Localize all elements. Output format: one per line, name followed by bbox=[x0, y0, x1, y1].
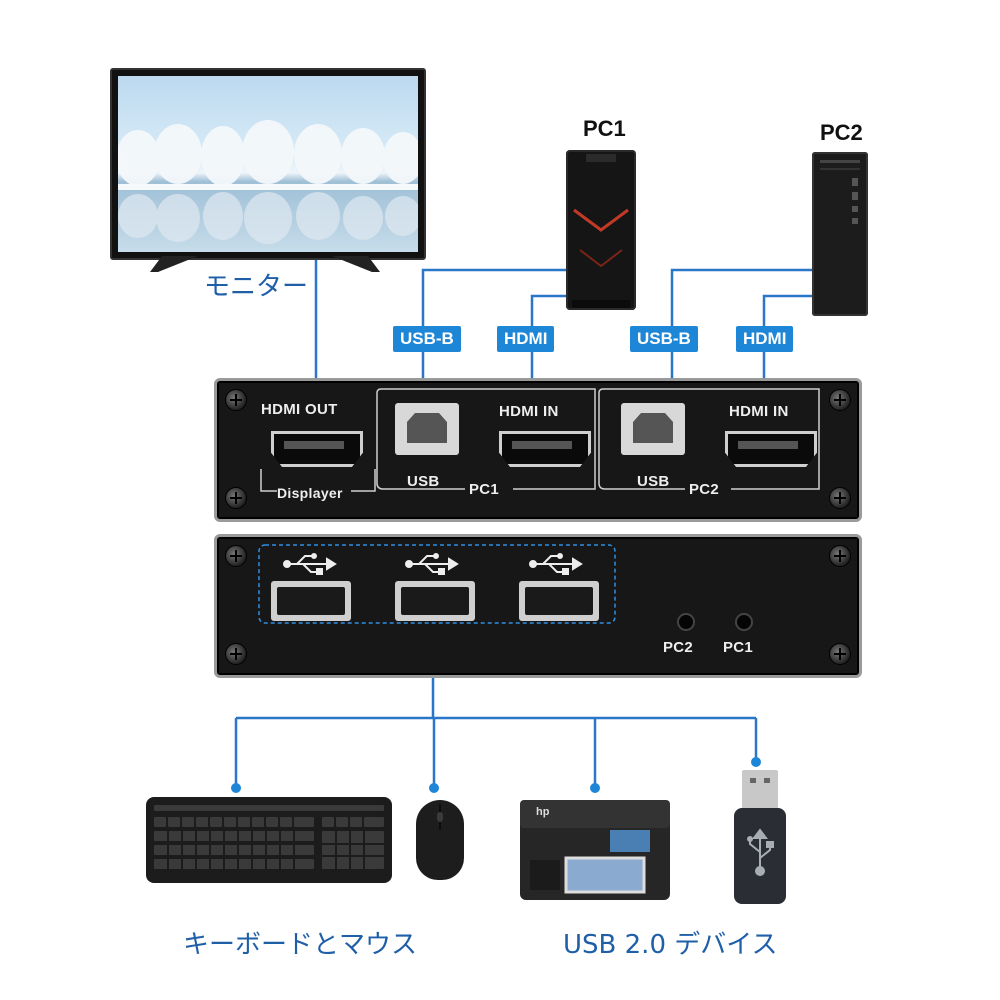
usb-icon bbox=[529, 553, 583, 575]
screw-icon bbox=[225, 643, 247, 665]
pc2-usb-b-port[interactable] bbox=[621, 403, 685, 455]
hdmi-out-label: HDMI OUT bbox=[261, 401, 338, 418]
pc1-usb-label: USB bbox=[407, 473, 440, 490]
usb-icon bbox=[405, 553, 459, 575]
kvm-back-panel: HDMI OUT Displayer USB HDMI IN PC1 USB H… bbox=[214, 378, 862, 522]
usb-flash-drive bbox=[734, 808, 786, 904]
pc1-hdmi-in-port[interactable] bbox=[499, 431, 591, 467]
usb-stick-connector bbox=[742, 770, 778, 812]
usb-devices-label: USB 2.0 デバイス bbox=[563, 930, 778, 960]
keyboard-mouse-label: キーボードとマウス bbox=[183, 930, 418, 960]
pc1-led-indicator bbox=[735, 613, 753, 631]
pc1-led-label: PC1 bbox=[723, 639, 754, 656]
pc2-usb-label: USB bbox=[637, 473, 670, 490]
usb-a-port-2[interactable] bbox=[395, 581, 475, 621]
screw-icon bbox=[829, 643, 851, 665]
usb-a-port-1[interactable] bbox=[271, 581, 351, 621]
port-group-outlines bbox=[260, 388, 820, 492]
pc1-hdmi-in-label: HDMI IN bbox=[499, 403, 559, 420]
pc1-hdmi-tag: HDMI bbox=[497, 326, 555, 352]
screw-icon bbox=[829, 487, 851, 509]
pc2-usb-b-tag: USB-B bbox=[630, 326, 698, 352]
pc1-usb-b-tag: USB-B bbox=[393, 326, 461, 352]
usb-ports-dashed-outline bbox=[258, 544, 616, 624]
usb-icon bbox=[283, 553, 337, 575]
screw-icon bbox=[829, 545, 851, 567]
pc1-group-label: PC1 bbox=[469, 481, 500, 498]
pc2-led-label: PC2 bbox=[663, 639, 694, 656]
printer-brand-logo: hp bbox=[536, 806, 550, 818]
pc1-usb-b-port[interactable] bbox=[395, 403, 459, 455]
mouse bbox=[416, 800, 464, 880]
screw-icon bbox=[225, 389, 247, 411]
pc2-tower bbox=[812, 152, 868, 316]
screw-icon bbox=[829, 389, 851, 411]
monitor-screen-image bbox=[118, 76, 418, 252]
monitor-label: モニター bbox=[204, 272, 309, 302]
monitor bbox=[110, 68, 426, 260]
keyboard bbox=[146, 797, 392, 883]
displayer-label: Displayer bbox=[277, 485, 343, 501]
printer: hp bbox=[520, 800, 670, 900]
monitor-stand bbox=[150, 256, 380, 272]
screw-icon bbox=[225, 487, 247, 509]
pc2-label: PC2 bbox=[820, 120, 863, 145]
pc2-hdmi-tag: HDMI bbox=[736, 326, 794, 352]
screw-icon bbox=[225, 545, 247, 567]
pc1-tower bbox=[566, 150, 636, 310]
pc2-hdmi-in-label: HDMI IN bbox=[729, 403, 789, 420]
kvm-front-panel: PC2 PC1 bbox=[214, 534, 862, 678]
pc2-hdmi-in-port[interactable] bbox=[725, 431, 817, 467]
hdmi-out-port[interactable] bbox=[271, 431, 363, 467]
pc2-group-label: PC2 bbox=[689, 481, 720, 498]
usb-a-port-3[interactable] bbox=[519, 581, 599, 621]
pc1-label: PC1 bbox=[583, 116, 626, 141]
pc2-led-indicator bbox=[677, 613, 695, 631]
